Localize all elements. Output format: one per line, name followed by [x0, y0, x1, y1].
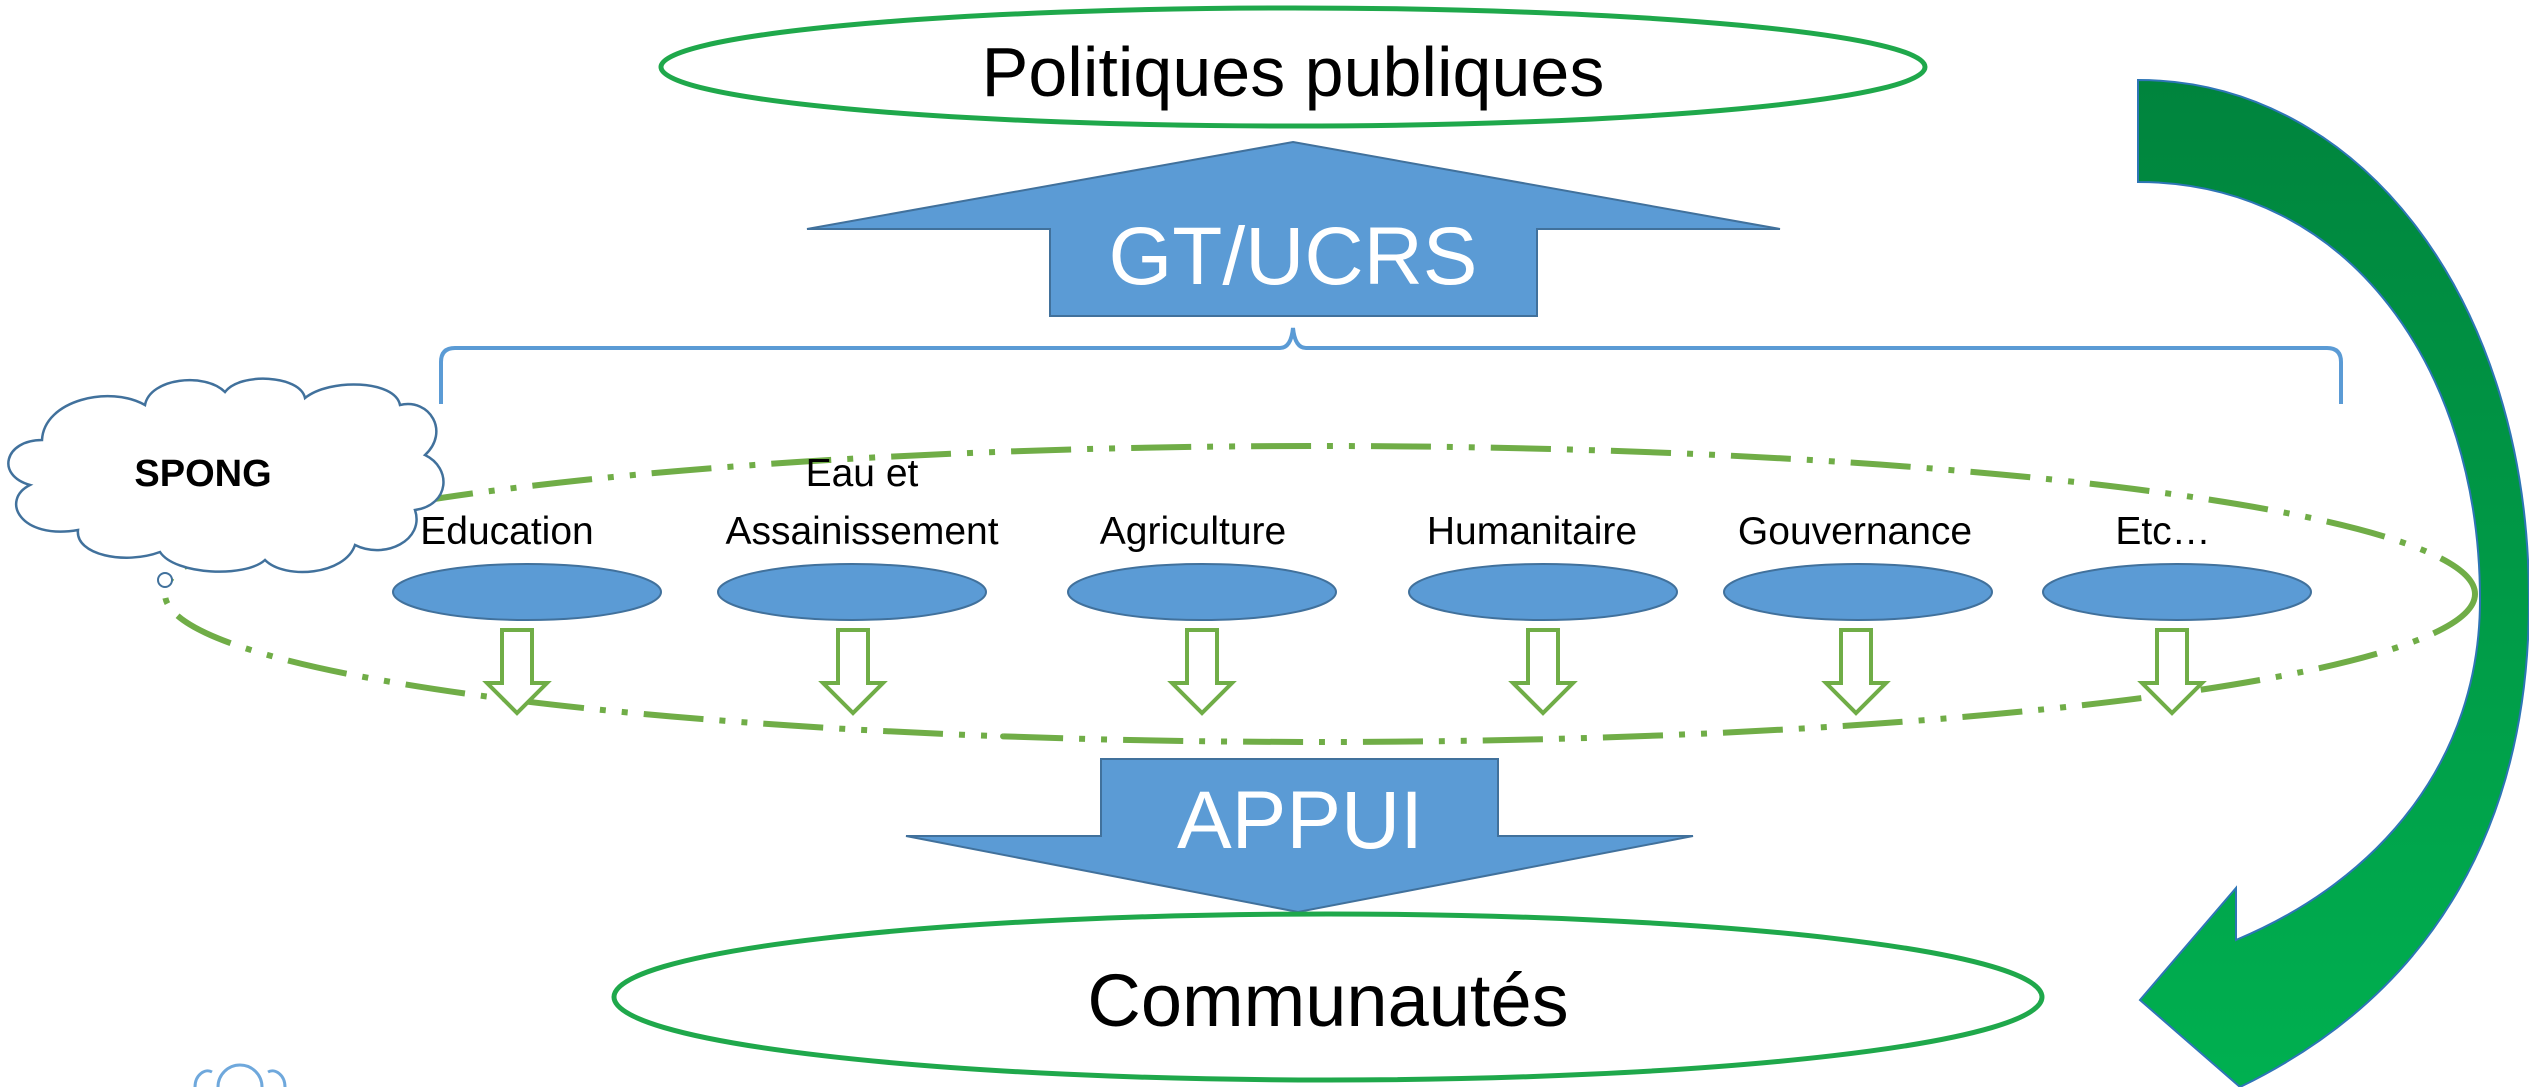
down-arrow-etc [2137, 628, 2207, 716]
sector-label-gouvernance: Gouvernance [1738, 510, 1972, 553]
sector-ellipse-humanitaire [1408, 563, 1678, 621]
down-arrow-eau-assainissement [818, 628, 888, 716]
gt-ucrs-arrow: GT/UCRS [806, 140, 1781, 317]
sector-label-education: Education [420, 510, 593, 553]
sector-ellipse-etc [2042, 563, 2312, 621]
feedback-curved-arrow [2137, 78, 2529, 1087]
gt-ucrs-label: GT/UCRS [1109, 211, 1478, 302]
appui-arrow-shape [905, 758, 1694, 914]
sector-label-eau-line2: Assainissement [725, 510, 998, 553]
communautes-label: Communautés [1087, 959, 1568, 1042]
sector-ellipse-education [392, 563, 662, 621]
politiques-publiques-label: Politiques publiques [982, 33, 1605, 111]
down-arrow-humanitaire [1508, 628, 1578, 716]
grouping-brace [439, 327, 2343, 404]
politiques-publiques-node: Politiques publiques [658, 5, 1928, 129]
down-arrow-agriculture [1167, 628, 1237, 716]
appui-arrow: APPUI [905, 758, 1694, 914]
communautes-ellipse [611, 911, 2045, 1083]
sector-label-etc: Etc… [2115, 510, 2210, 553]
sector-label-eau-line1: Eau et [806, 452, 919, 495]
cloud-tail-bubble [157, 572, 173, 588]
spong-cloud: SPONG [7, 377, 445, 574]
down-arrow-gouvernance [1821, 628, 1891, 716]
sectors-group-ellipse [162, 443, 2478, 745]
spong-cloud-shape [7, 377, 445, 574]
sector-label-agriculture: Agriculture [1100, 510, 1286, 553]
un-logo-icon [193, 1063, 287, 1087]
gt-ucrs-arrow-shape [806, 140, 1781, 317]
sector-ellipse-gouvernance [1723, 563, 1993, 621]
communautes-node: Communautés [611, 911, 2045, 1083]
sector-ellipse-agriculture [1067, 563, 1337, 621]
down-arrow-education [482, 628, 552, 716]
spong-label: SPONG [134, 453, 271, 495]
politiques-publiques-ellipse [658, 5, 1928, 129]
appui-label: APPUI [1177, 775, 1423, 866]
sector-ellipse-eau-assainissement [717, 563, 987, 621]
sector-label-humanitaire: Humanitaire [1427, 510, 1637, 553]
